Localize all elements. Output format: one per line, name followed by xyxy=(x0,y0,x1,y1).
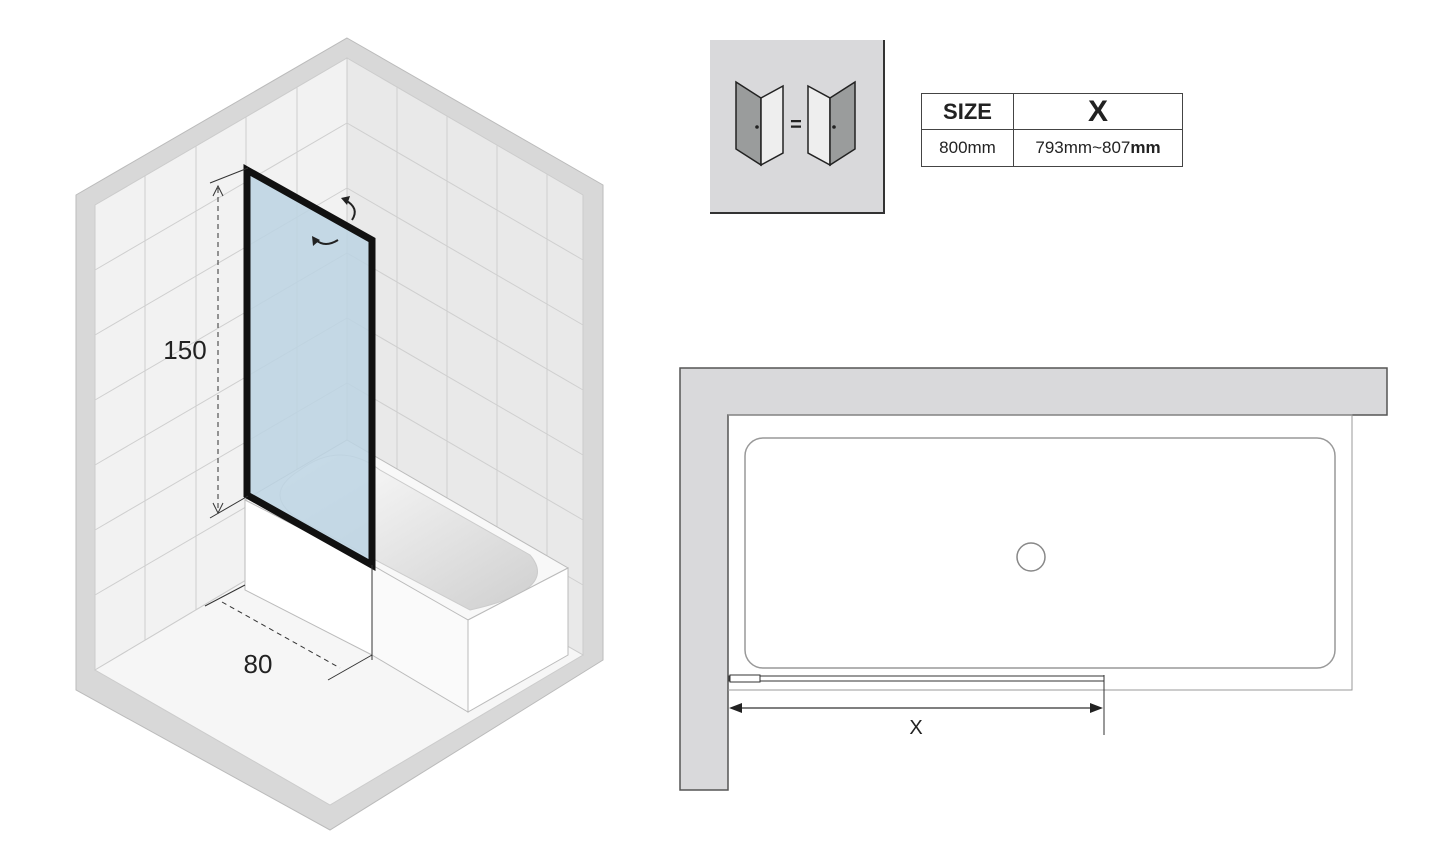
header-size: SIZE xyxy=(921,93,1014,130)
drain-icon xyxy=(1016,542,1046,572)
x-dimension-label: X xyxy=(909,717,922,739)
plan-screen xyxy=(728,675,1105,682)
x-range-unit: mm xyxy=(1130,138,1161,157)
equals-sign: = xyxy=(790,114,802,136)
width-dimension-label: 80 xyxy=(244,649,273,679)
table-header-row: SIZE X xyxy=(921,93,1183,130)
size-cell: 800mm xyxy=(921,129,1014,167)
x-range-cell: 793mm~807mm xyxy=(1013,129,1183,167)
header-x: X xyxy=(1013,93,1183,130)
table-row: 800mm 793mm~807mm xyxy=(921,129,1183,167)
size-table: SIZE X 800mm 793mm~807mm xyxy=(921,93,1183,167)
glass-screen xyxy=(243,164,376,571)
height-dimension-label: 150 xyxy=(163,335,206,365)
plan-tub-outline xyxy=(728,414,1353,691)
isometric-room: 150 80 xyxy=(75,37,604,831)
plan-view: X xyxy=(679,367,1388,791)
reversible-panel-icon: = xyxy=(710,40,885,214)
x-range-value: 793mm~807 xyxy=(1035,138,1131,157)
